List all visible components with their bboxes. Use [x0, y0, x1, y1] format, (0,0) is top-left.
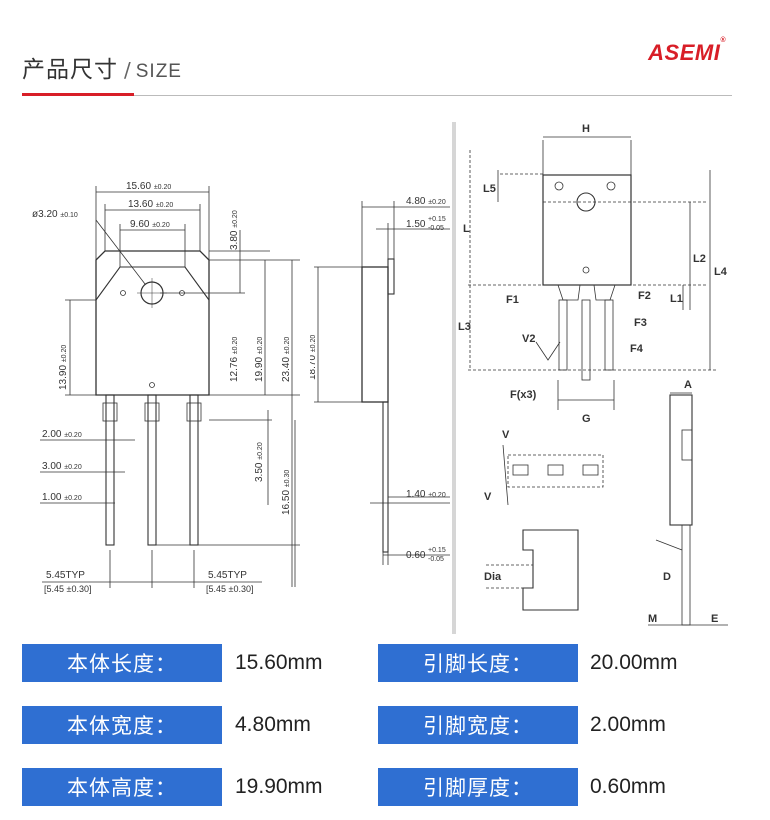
label-L5: L5	[483, 183, 496, 195]
spec-body-length: 本体长度： 15.60mm	[22, 644, 362, 684]
dim-side-060-tolp: +0.15	[428, 547, 446, 554]
lead-left	[105, 394, 115, 546]
title-separator: /	[124, 58, 132, 82]
dim-width-1560: 15.60 ±0.20	[126, 181, 171, 192]
dim-lead-200: 2.00 ±0.20	[42, 429, 82, 440]
lettered-dimension-drawing: H L5 L L2 L4 L1 L3 F1 F2 F3 F4 V2 F(x3) …	[458, 123, 728, 626]
dim-side-480: 4.80 ±0.20	[406, 196, 446, 207]
label-H: H	[582, 123, 590, 135]
label-D: D	[663, 571, 671, 583]
spec-lead-thickness: 引脚厚度： 0.60mm	[378, 768, 723, 808]
label-L: L	[463, 223, 470, 235]
label-F2: F2	[638, 290, 651, 302]
label-E: E	[711, 613, 718, 625]
spec-lead-width: 引脚宽度： 2.00mm	[378, 706, 723, 746]
label-F3: F3	[634, 317, 647, 329]
dim-height-1390: 13.90 ±0.20	[58, 345, 69, 390]
label-V-bottom: V	[484, 491, 492, 503]
page-header: 产品尺寸/SIZE ASEMI®	[0, 0, 770, 100]
spec-value: 15.60mm	[235, 651, 323, 674]
spec-value: 0.60mm	[590, 775, 666, 798]
dim-side-150-tolp: +0.15	[428, 216, 446, 223]
header-accent-bar	[22, 93, 134, 96]
brand-logo: ASEMI®	[648, 36, 726, 66]
rv-dia-block	[522, 529, 579, 611]
label-L3: L3	[458, 321, 471, 333]
lead-center	[147, 394, 157, 546]
label-Dia: Dia	[484, 571, 502, 583]
spec-label: 引脚宽度：	[378, 706, 578, 744]
dim-side-150-tolm: -0.05	[428, 225, 444, 232]
label-M: M	[648, 613, 657, 625]
dim-pitch-right: 5.45TYP	[208, 570, 247, 581]
label-A: A	[684, 379, 692, 391]
label-L4: L4	[714, 266, 728, 278]
front-view-drawing: 15.60 ±0.20 13.60 ±0.20 9.60 ±0.20 ø3.20…	[32, 181, 300, 594]
spec-value: 2.00mm	[590, 713, 666, 736]
label-F1: F1	[506, 294, 519, 306]
label-L1: L1	[670, 293, 683, 305]
lead-right	[189, 394, 199, 546]
label-L2: L2	[693, 253, 706, 265]
logo-registered-mark: ®	[720, 36, 726, 44]
header-divider	[22, 95, 732, 96]
dim-height-1650: 16.50 ±0.30	[281, 470, 292, 515]
dim-hole-dia: ø3.20 ±0.10	[32, 209, 78, 220]
side-body	[361, 266, 389, 403]
dim-width-1360: 13.60 ±0.20	[128, 199, 173, 210]
logo-text: ASEMI	[648, 40, 721, 65]
dim-height-2340: 23.40 ±0.20	[281, 337, 292, 382]
title-chinese: 产品尺寸	[22, 57, 118, 83]
rv-body	[542, 174, 632, 286]
dim-lead-300: 3.00 ±0.20	[42, 461, 82, 472]
spec-label: 引脚长度：	[378, 644, 578, 682]
label-V-top: V	[502, 429, 510, 441]
package-body-outline	[95, 250, 210, 396]
title-english: SIZE	[135, 61, 182, 82]
dim-side-060-tolm: -0.05	[428, 556, 444, 563]
spec-value: 20.00mm	[590, 651, 678, 674]
dim-side-140: 1.40 ±0.20	[406, 489, 446, 500]
tab-outline	[95, 266, 210, 301]
label-Fx3: F(x3)	[510, 389, 537, 401]
spec-label: 本体宽度：	[22, 706, 222, 744]
spec-label: 本体高度：	[22, 768, 222, 806]
spec-label: 本体长度：	[22, 644, 222, 682]
spec-body-height: 本体高度： 19.90mm	[22, 768, 362, 808]
dim-height-1276: 12.76 ±0.20	[229, 337, 240, 382]
label-V2: V2	[522, 333, 535, 345]
label-F4: F4	[630, 343, 644, 355]
spec-body-width: 本体宽度： 4.80mm	[22, 706, 362, 746]
dim-side-1870: 18.70 ±0.20	[310, 335, 318, 380]
spec-value: 4.80mm	[235, 713, 311, 736]
spec-label: 引脚厚度：	[378, 768, 578, 806]
dim-height-1990: 19.90 ±0.20	[254, 337, 265, 382]
side-lead	[382, 401, 389, 553]
side-view-drawing: 4.80 ±0.20 1.50 +0.15 -0.05 18.70 ±0.20 …	[310, 196, 450, 565]
page-title: 产品尺寸/SIZE	[22, 50, 182, 84]
dim-height-380: 3.80 ±0.20	[229, 210, 240, 250]
dim-side-060: 0.60	[406, 550, 426, 561]
dim-side-150: 1.50	[406, 219, 426, 230]
label-G: G	[582, 413, 591, 425]
spec-lead-length: 引脚长度： 20.00mm	[378, 644, 723, 684]
dim-width-960: 9.60 ±0.20	[130, 219, 170, 230]
dim-pitch-left: 5.45TYP	[46, 570, 85, 581]
drawing-divider	[452, 122, 456, 634]
dim-pitch-left-tol: [5.45 ±0.30]	[44, 584, 91, 594]
spec-value: 19.90mm	[235, 775, 323, 798]
dim-height-350: 3.50 ±0.20	[254, 442, 265, 482]
dim-pitch-right-tol: [5.45 ±0.30]	[206, 584, 253, 594]
dim-lead-100: 1.00 ±0.20	[42, 492, 82, 503]
